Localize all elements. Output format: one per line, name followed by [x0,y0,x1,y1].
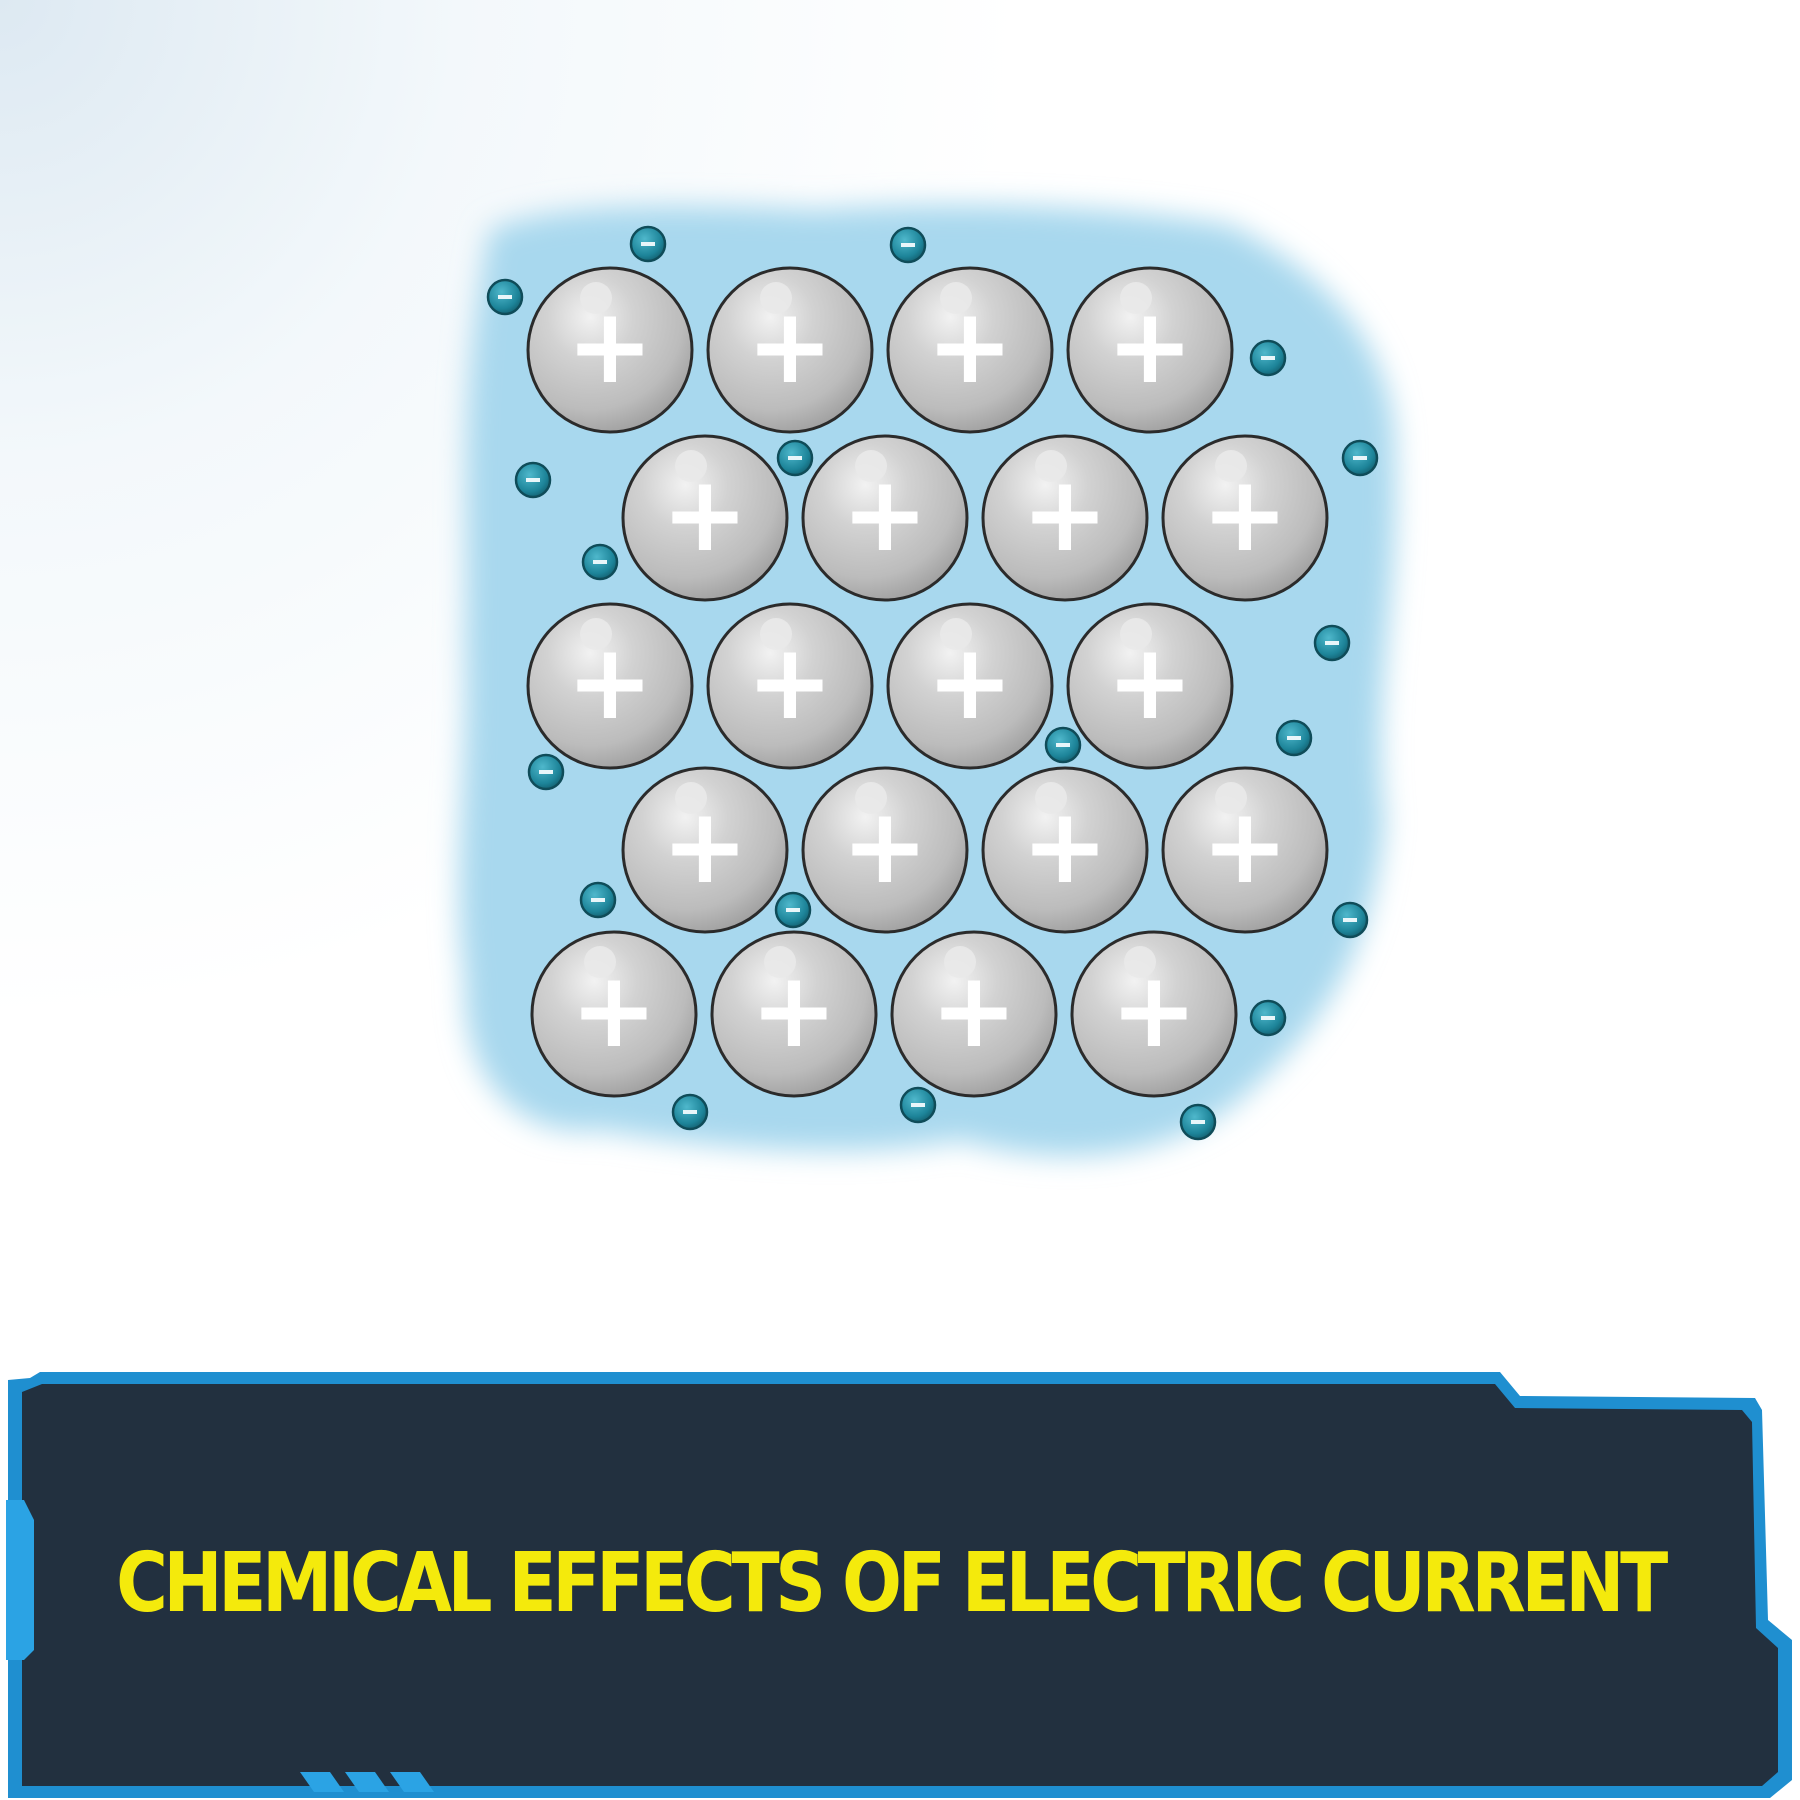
free-electrons [486,225,1379,1141]
minus-sign [788,456,802,460]
positive-ion: + [526,602,694,770]
positive-ion: + [710,930,878,1098]
plus-sign: + [841,453,928,575]
plus-sign: + [841,785,928,907]
positive-ion: + [886,602,1054,770]
plus-sign: + [1021,785,1108,907]
free-electron [1341,439,1379,477]
minus-sign [1343,918,1357,922]
positive-ion: + [801,434,969,602]
positive-ion: + [1066,266,1234,434]
positive-ion: + [890,930,1058,1098]
free-electron [889,226,927,264]
free-electron [486,278,524,316]
minus-sign [498,295,512,299]
free-electron [774,891,812,929]
minus-sign [1056,743,1070,747]
positive-ion: + [981,434,1149,602]
plus-sign: + [1110,949,1197,1071]
free-electron [1331,901,1369,939]
free-electron [1275,719,1313,757]
minus-sign [539,770,553,774]
positive-ions: ++++++++++++++++++++ [526,266,1329,1098]
positive-ion: + [886,266,1054,434]
minus-sign [593,560,607,564]
minus-sign [591,898,605,902]
plus-sign: + [566,621,653,743]
positive-ion: + [1161,434,1329,602]
plus-sign: + [930,949,1017,1071]
plus-sign: + [661,453,748,575]
plus-sign: + [570,949,657,1071]
free-electron [629,225,667,263]
free-electron [776,439,814,477]
free-electron [1249,999,1287,1037]
free-electron [899,1086,937,1124]
positive-ion: + [981,766,1149,934]
plus-sign: + [1106,621,1193,743]
plus-sign: + [926,621,1013,743]
minus-sign [1191,1120,1205,1124]
plus-sign: + [746,285,833,407]
free-electron [1313,624,1351,662]
plus-sign: + [1106,285,1193,407]
positive-ion: + [801,766,969,934]
positive-ion: + [621,766,789,934]
minus-sign [1261,1016,1275,1020]
plus-sign: + [1201,785,1288,907]
banner-bottom-stripes [300,1772,434,1792]
positive-ion: + [1066,602,1234,770]
minus-sign [786,908,800,912]
positive-ion: + [526,266,694,434]
positive-ion: + [1161,766,1329,934]
free-electron [579,881,617,919]
free-electron [1179,1103,1217,1141]
minus-sign [1353,456,1367,460]
free-electron [1249,339,1287,377]
plus-sign: + [750,949,837,1071]
plus-sign: + [1201,453,1288,575]
positive-ion: + [706,602,874,770]
minus-sign [1325,641,1339,645]
page-title: CHEMICAL EFFECTS OF ELECTRIC CURRENT [116,1535,1668,1631]
plus-sign: + [926,285,1013,407]
plus-sign: + [1021,453,1108,575]
free-electron [527,753,565,791]
free-electron [581,543,619,581]
positive-ion: + [621,434,789,602]
minus-sign [683,1110,697,1114]
minus-sign [911,1103,925,1107]
minus-sign [1287,736,1301,740]
banner-inner-accent [6,1500,34,1660]
free-electron [1044,726,1082,764]
plus-sign: + [746,621,833,743]
positive-ion: + [1070,930,1238,1098]
banner-panel [22,1384,1778,1786]
free-electron [514,461,552,499]
minus-sign [1261,356,1275,360]
positive-ion: + [706,266,874,434]
minus-sign [526,478,540,482]
minus-sign [901,243,915,247]
positive-ion: + [530,930,698,1098]
free-electron [671,1093,709,1131]
plus-sign: + [566,285,653,407]
plus-sign: + [661,785,748,907]
minus-sign [641,242,655,246]
